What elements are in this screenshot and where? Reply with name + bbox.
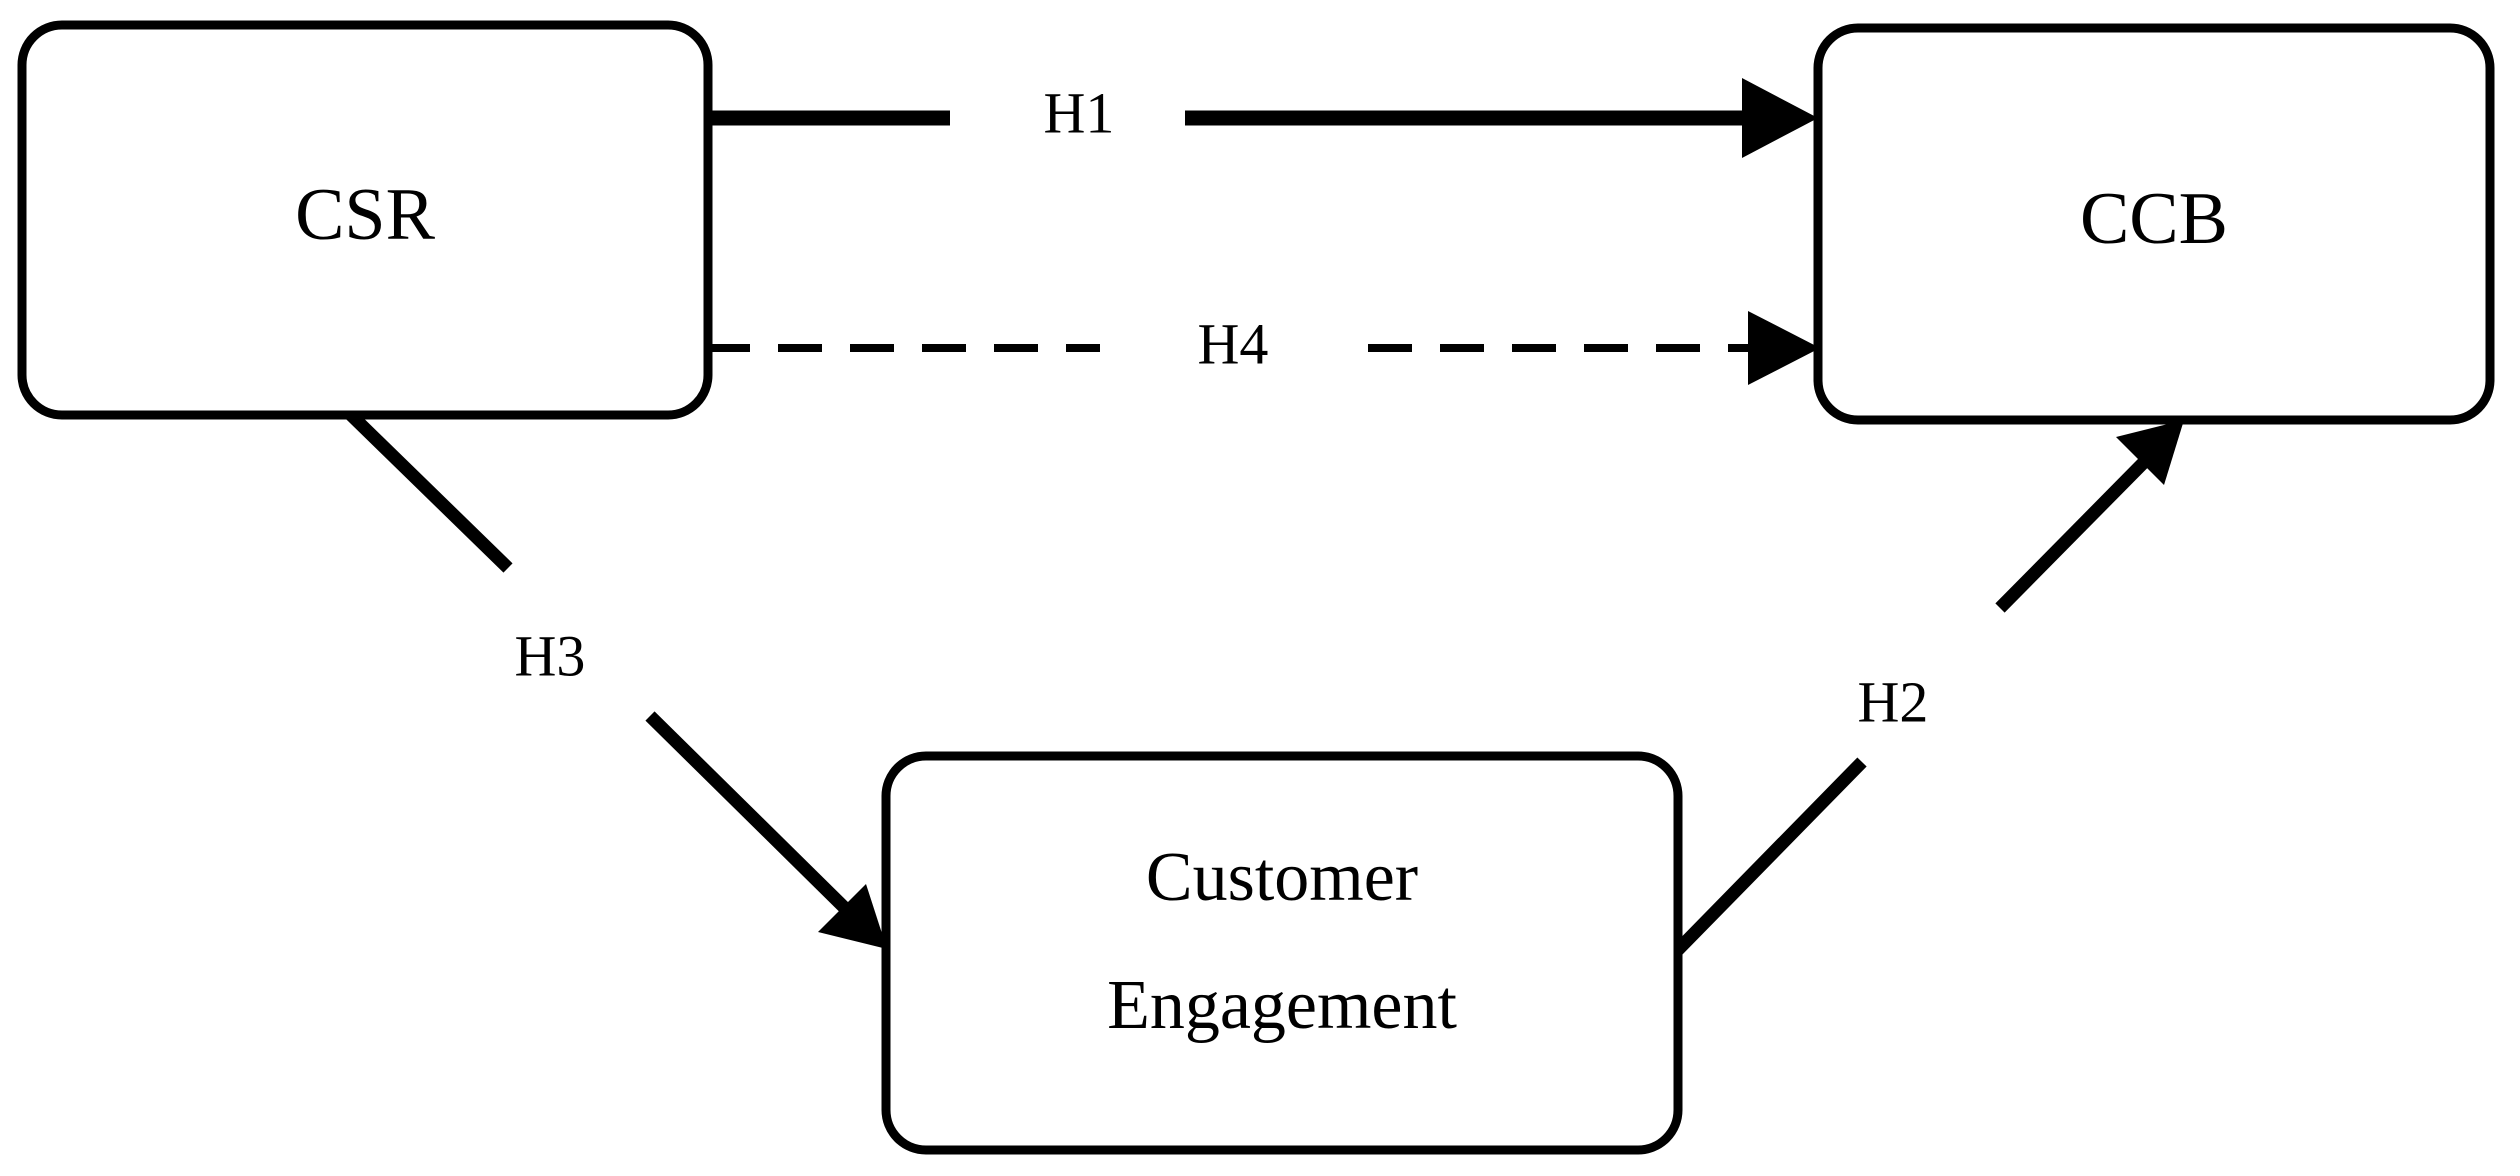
edge-label-h3: H3: [515, 623, 586, 688]
node-customer-engagement-label-line1: Customer: [1146, 839, 1418, 916]
node-csr-label: CSR: [295, 174, 436, 256]
edge-h4[interactable]: [706, 311, 1820, 385]
edge-h2-segment-upper: [1995, 443, 2163, 613]
edge-label-h2: H2: [1858, 669, 1929, 734]
edge-h3-arrowhead-icon: [818, 884, 887, 949]
edge-label-h1: H1: [1044, 80, 1115, 145]
node-ccb-box: [1813, 23, 2495, 425]
edge-h3-segment-lower: [645, 711, 867, 930]
node-ccb-label: CCB: [2080, 178, 2228, 260]
node-ccb[interactable]: CCB: [1813, 23, 2495, 425]
edge-h4-arrowhead-icon: [1748, 311, 1820, 385]
edge-h1[interactable]: [706, 78, 1818, 158]
node-customer-engagement-box: [881, 751, 1683, 1155]
node-customer-engagement[interactable]: Customer Engagement: [881, 751, 1683, 1155]
edge-h3-segment-upper: [343, 407, 513, 573]
edge-h2-arrowhead-icon: [2116, 420, 2184, 485]
node-customer-engagement-label-line2: Engagement: [1107, 967, 1457, 1044]
edge-h1-arrowhead-icon: [1742, 78, 1818, 158]
node-csr-box: [17, 20, 713, 420]
edge-h3[interactable]: [343, 407, 887, 949]
node-csr[interactable]: CSR: [17, 20, 713, 420]
edge-label-h4: H4: [1198, 311, 1269, 376]
edge-h2-segment-lower: [1663, 757, 1867, 965]
edge-h2[interactable]: [1663, 420, 2184, 965]
